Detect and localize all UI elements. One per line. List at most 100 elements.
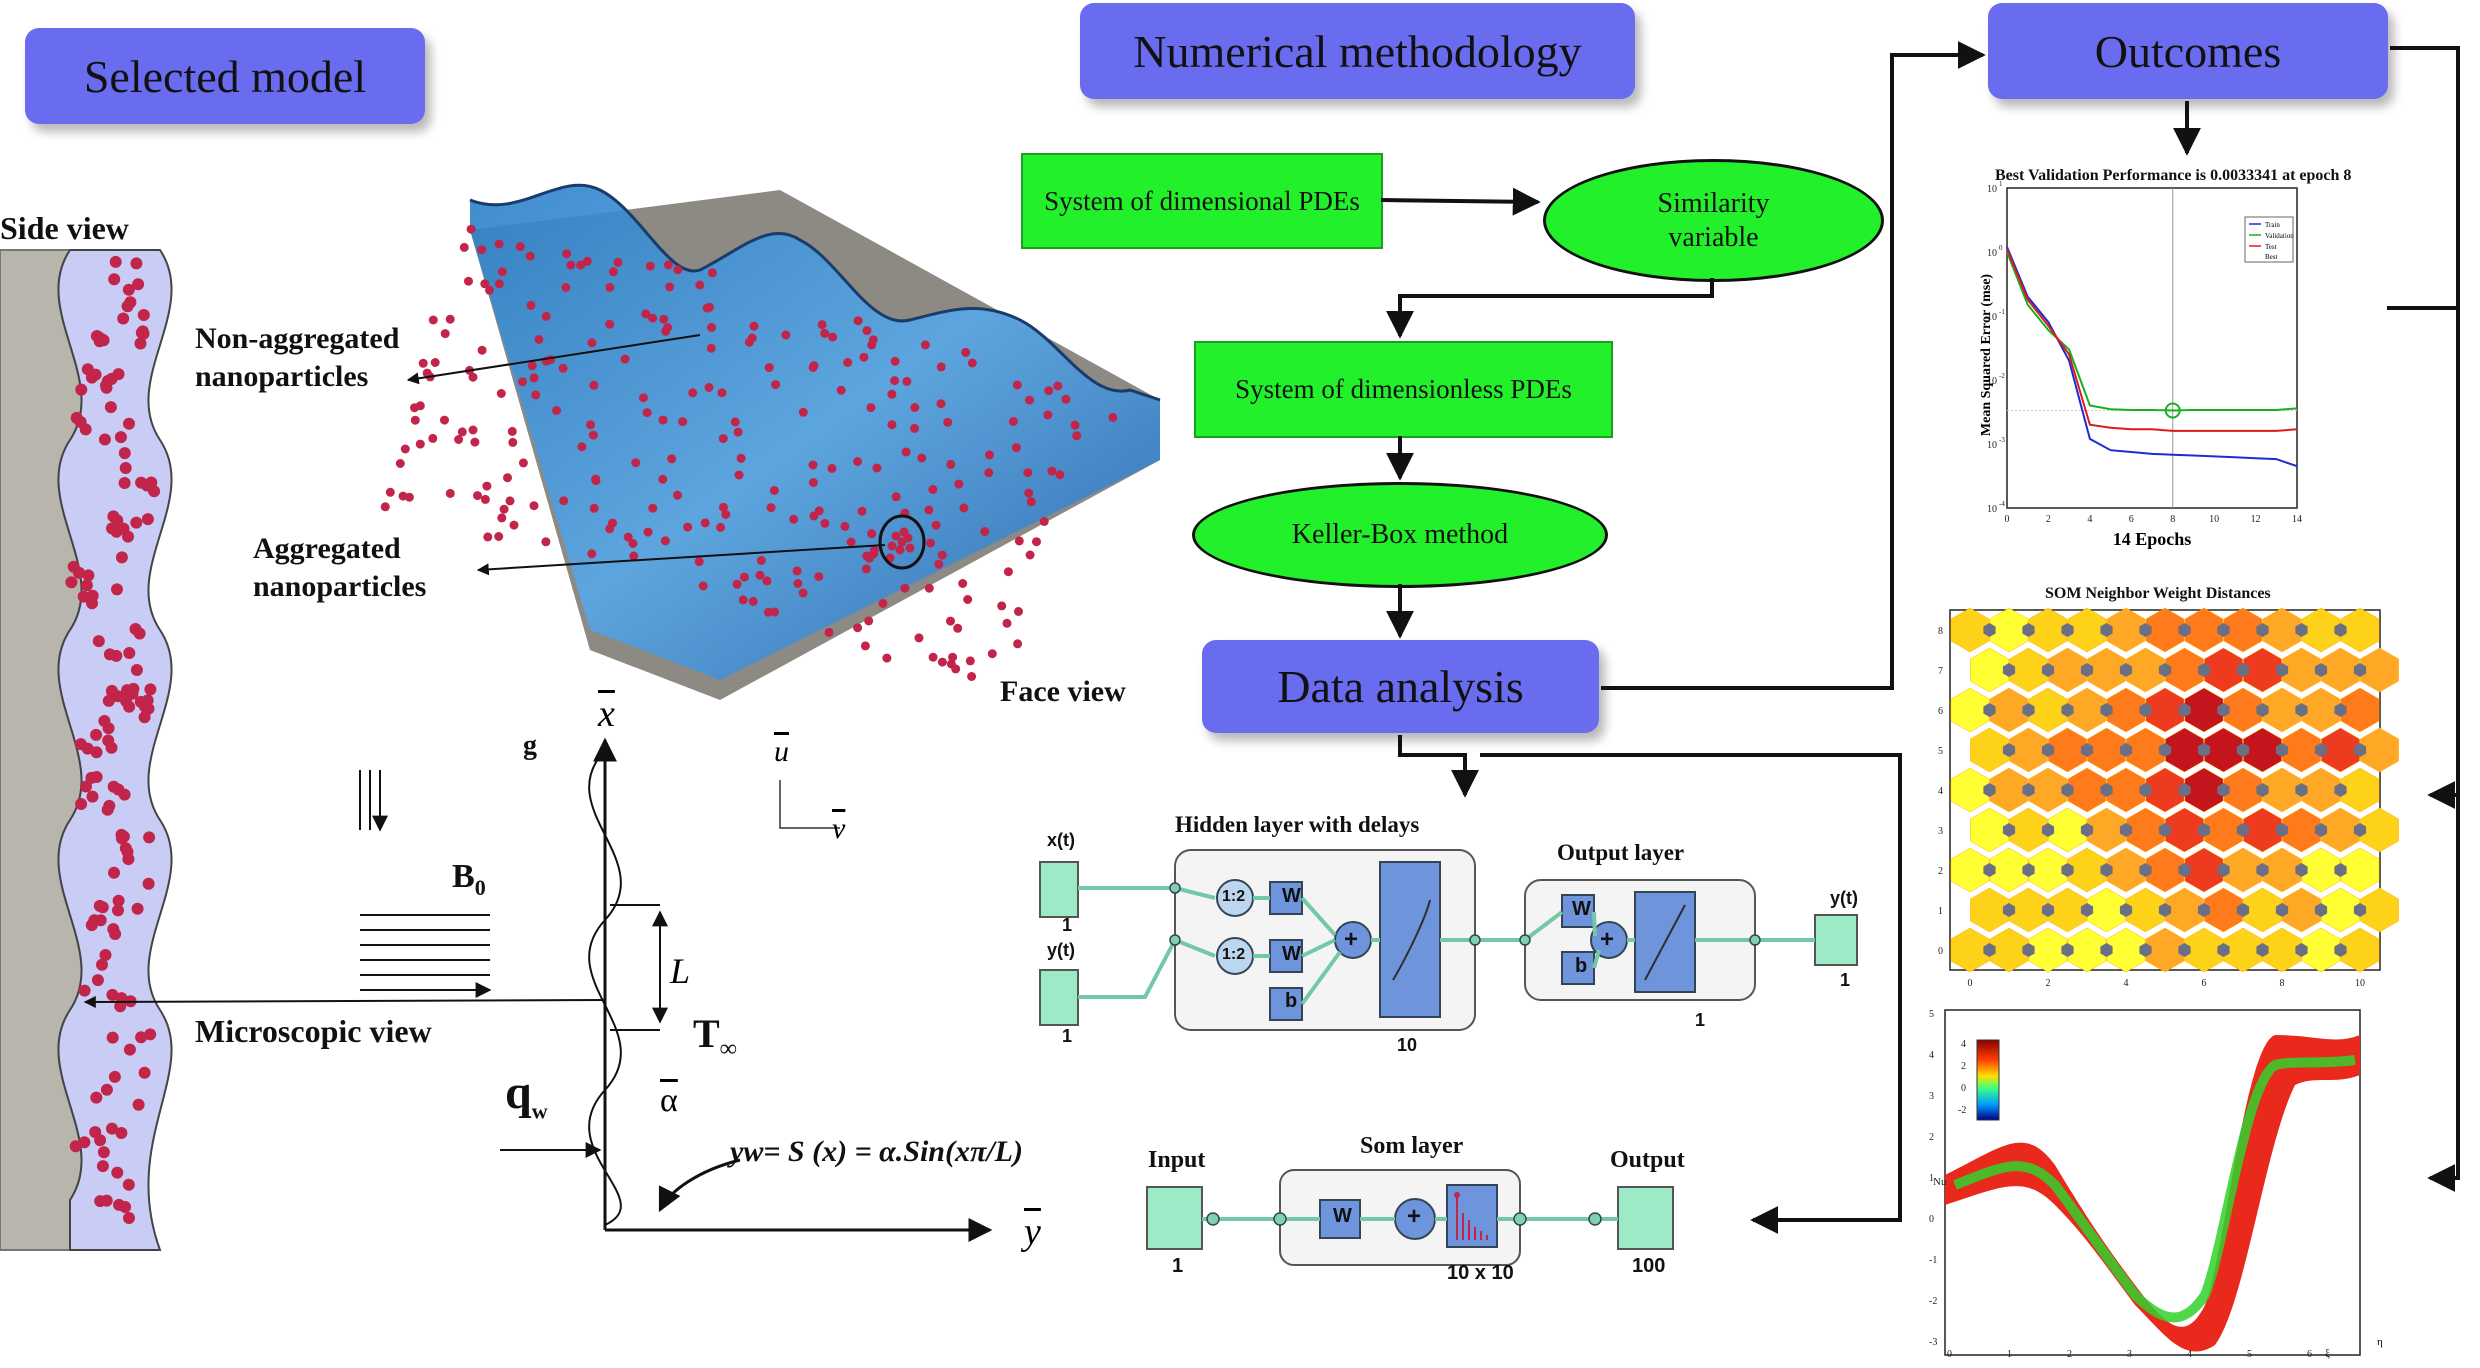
perf-chart-title: Best Validation Performance is 0.0033341… [1995, 167, 2352, 184]
nanoparticle [866, 403, 876, 413]
nanoparticle [138, 711, 151, 724]
nanoparticle [683, 522, 693, 532]
som-input-label: Input [1148, 1147, 1206, 1173]
b1-label: b [1285, 990, 1298, 1012]
som-neuron [2158, 743, 2172, 757]
som-cell [2165, 647, 2204, 693]
nanoparticle [494, 532, 504, 541]
nanoparticle [867, 529, 877, 539]
nanoparticle [136, 325, 149, 338]
nanoparticle [415, 439, 425, 449]
nanoparticle [900, 583, 910, 593]
nanoparticle [1039, 517, 1049, 526]
som-neuron [2139, 943, 2152, 957]
nanoparticle [663, 260, 673, 270]
nanoparticle [771, 380, 781, 390]
som-cell [2360, 727, 2399, 773]
nanoparticle [92, 635, 105, 648]
nanoparticle [828, 332, 838, 342]
nanoparticle [93, 335, 106, 348]
nanoparticle [781, 330, 791, 340]
x-tick-label: 8 [2170, 514, 2175, 525]
nanoparticle [739, 572, 749, 582]
nanoparticle [587, 338, 597, 348]
dimensionless-pdes-box: System of dimensionless PDEs [1194, 341, 1613, 438]
som-neuron [2275, 743, 2289, 757]
som-cell [2223, 847, 2263, 893]
som-neuron [2275, 663, 2289, 677]
keller-box-label: Keller-Box method [1291, 519, 1509, 551]
w2-label: W [1282, 943, 1301, 965]
nanoparticle [466, 224, 476, 234]
som-cell [2028, 607, 2068, 653]
nanoparticle [96, 901, 109, 914]
som-cell [2145, 607, 2185, 653]
nanoparticle [111, 583, 123, 596]
nanoparticle [658, 415, 668, 425]
nanoparticle [398, 491, 408, 501]
nanoparticle [477, 345, 487, 355]
som-cell [2145, 767, 2185, 813]
dimensional-pdes-box: System of dimensional PDEs [1021, 153, 1383, 249]
y-t-out-label: y(t) [1830, 888, 1858, 908]
nanoparticle [836, 385, 846, 395]
nanoparticle [914, 633, 924, 643]
nanoparticle [853, 623, 863, 633]
nanoparticle [541, 537, 551, 547]
nanoparticle [121, 300, 134, 313]
nanoparticle [694, 557, 704, 567]
nanoparticle [824, 627, 834, 637]
som-neuron [2197, 663, 2211, 677]
nanoparticle [997, 601, 1007, 611]
som-neuron [2236, 663, 2250, 677]
nanoparticle [936, 362, 946, 372]
nanoparticle [943, 417, 953, 427]
nanoparticle [525, 251, 535, 261]
microscopic-view-label: Microscopic view [195, 1013, 432, 1049]
nanoparticle [1024, 488, 1034, 498]
w-out-label: W [1572, 898, 1591, 920]
y-tick-label: 8 [1938, 626, 1943, 637]
som-cell [2321, 727, 2360, 773]
som-cell [1970, 727, 2009, 773]
som-neuron [2256, 703, 2269, 717]
nanoparticle [872, 463, 882, 473]
g-label: g [523, 730, 537, 761]
som-neuron [2353, 903, 2367, 917]
som-cell [2340, 607, 2380, 653]
nanoparticle [468, 425, 478, 435]
som-cell [2340, 767, 2380, 813]
som-cell [2340, 927, 2380, 973]
nanoparticle [673, 490, 682, 500]
som-cell [2223, 607, 2263, 653]
nanoparticle [817, 320, 827, 330]
nanoparticle [792, 566, 802, 576]
som-neuron [2041, 663, 2055, 677]
x-t-label: x(t) [1047, 830, 1075, 850]
som-cell [1970, 807, 2009, 853]
y-tick-label: 10 [1987, 312, 1997, 323]
nanoparticle [473, 491, 482, 501]
nanoparticle [840, 521, 850, 531]
nanoparticle [106, 988, 119, 1001]
nanoparticle [144, 1028, 157, 1041]
som-cell [2262, 847, 2302, 893]
nanoparticle [109, 255, 122, 268]
nanoparticle [984, 468, 994, 478]
nanoparticle [663, 323, 673, 332]
nanoparticle [665, 282, 675, 292]
nanoparticle [115, 1127, 128, 1139]
nanoparticle [926, 538, 935, 548]
som-cell [1989, 847, 2029, 893]
nanoparticle [144, 683, 157, 696]
nanoparticle [65, 576, 78, 589]
nanoparticle [887, 389, 897, 399]
nanoparticle [100, 1194, 113, 1207]
nanoparticle [1014, 536, 1024, 546]
dimensionless-pdes-label: System of dimensionless PDEs [1235, 374, 1572, 404]
nanoparticle [119, 842, 132, 855]
som-cell [2262, 687, 2302, 733]
nanoparticle [586, 420, 595, 430]
nanoparticle [576, 260, 586, 270]
